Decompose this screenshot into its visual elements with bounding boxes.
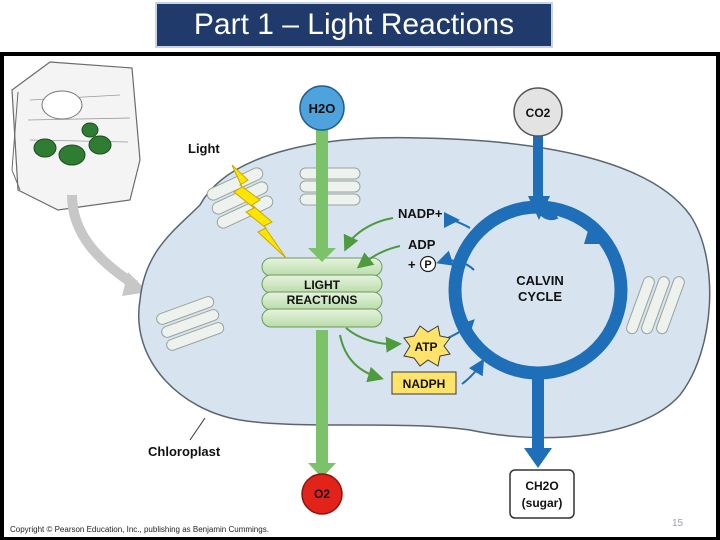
cofactor-arrows <box>339 217 402 383</box>
light-reactions-stack: LIGHT REACTIONS <box>261 257 383 328</box>
sugar-output-box <box>509 469 575 519</box>
sugar-formula-label: CH2O <box>525 479 558 493</box>
water-oxygen-arrows <box>308 122 336 478</box>
co2-input-circle <box>513 87 563 137</box>
nadph-box <box>391 371 457 395</box>
phosphate-prefix: + <box>408 257 416 272</box>
light-reactions-label-line1: LIGHT <box>304 278 341 292</box>
sugar-note-label: (sugar) <box>522 496 563 510</box>
copyright-notice: Copyright © Pearson Education, Inc., pub… <box>10 525 269 534</box>
phosphate-circle <box>419 255 437 273</box>
calvin-cycle-label-line2: CYCLE <box>518 289 562 304</box>
carbon-flow-arrows <box>524 128 559 468</box>
atp-starburst <box>403 325 451 367</box>
nadph-label: NADPH <box>403 377 446 391</box>
slide-title: Part 1 – Light Reactions <box>155 2 553 48</box>
atp-label: ATP <box>414 340 437 354</box>
lightning-bolt-icon <box>231 164 287 259</box>
light-reactions-label-line2: REACTIONS <box>287 293 358 307</box>
slide-number: 15 <box>672 518 684 529</box>
adp-label: ADP <box>408 237 436 252</box>
oxygen-label: O2 <box>314 487 330 501</box>
chloroplast-label: Chloroplast <box>148 444 221 459</box>
co2-label: CO2 <box>526 106 551 120</box>
water-input-circle <box>299 85 345 131</box>
oxygen-output-circle <box>301 473 343 515</box>
water-label: H2O <box>309 101 336 116</box>
calvin-cycle-label-line1: CALVIN <box>516 273 563 288</box>
leaf-cell-illustration <box>11 61 148 296</box>
thylakoid-stacks <box>156 167 685 351</box>
phosphate-label: P <box>424 259 431 271</box>
slide-header: Part 1 – Light Reactions <box>0 0 720 52</box>
light-label: Light <box>188 141 220 156</box>
nadp-label: NADP+ <box>398 206 443 221</box>
